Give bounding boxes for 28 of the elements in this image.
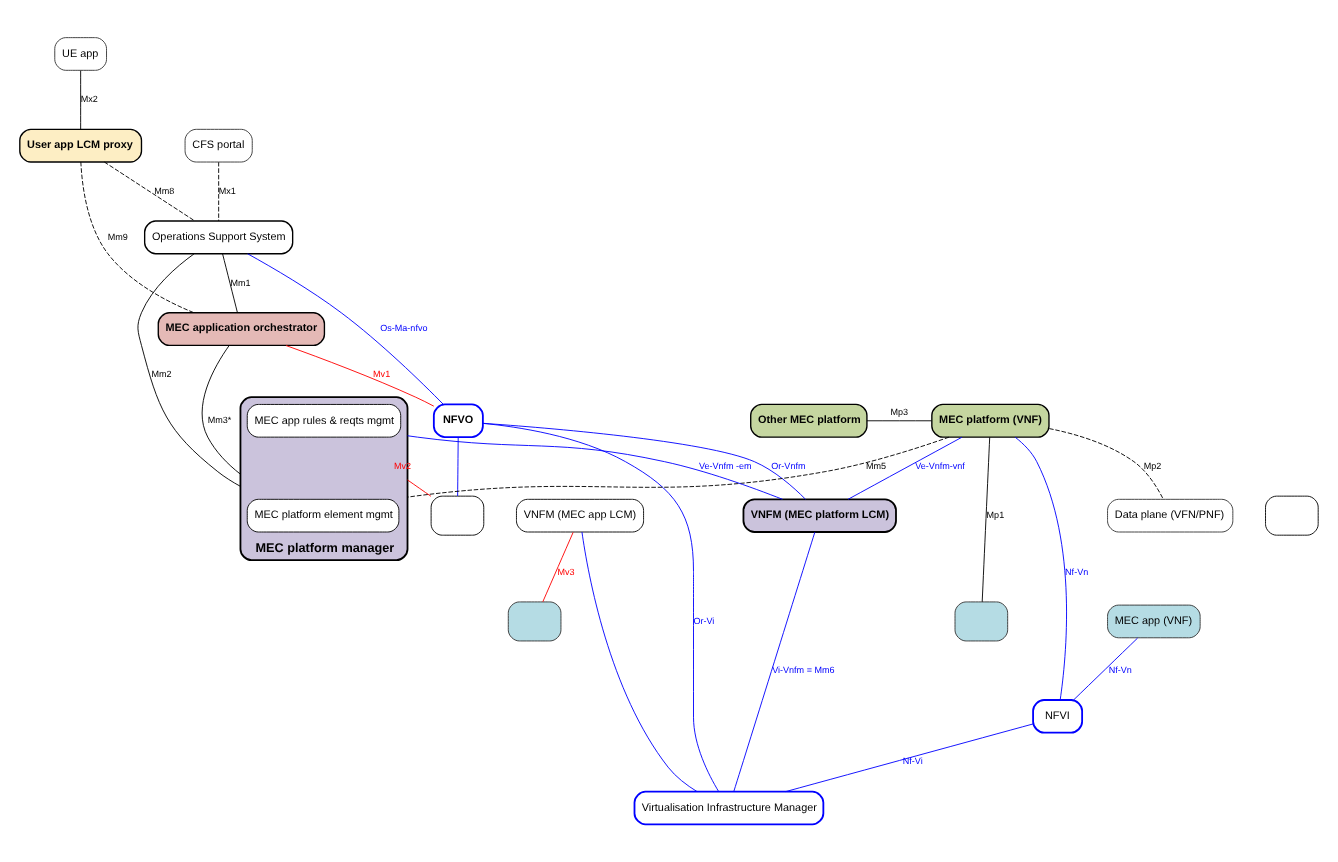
connector: [785, 723, 1034, 793]
connector: [103, 161, 196, 222]
connector: [201, 345, 241, 475]
connector: [285, 345, 435, 407]
connector: [407, 479, 432, 497]
connector: [981, 436, 991, 603]
connector: [80, 70, 82, 130]
connector: [581, 531, 698, 793]
node-box: [507, 601, 562, 642]
node-box: [954, 601, 1009, 642]
connector: [482, 422, 720, 793]
connector: [407, 435, 783, 500]
connector: [1073, 637, 1138, 701]
connector: [222, 253, 238, 314]
connector: [137, 253, 241, 487]
connector: [866, 420, 933, 422]
node-box: [430, 495, 485, 536]
connector: [1014, 436, 1067, 701]
connector: [733, 531, 816, 792]
connector: [247, 253, 444, 405]
connector: [407, 436, 950, 498]
connector: [1048, 428, 1164, 500]
connector: [542, 531, 574, 603]
connector: [457, 437, 459, 497]
node-box: [1265, 495, 1319, 536]
connector: [80, 161, 195, 314]
connector: [847, 436, 963, 500]
connector: [218, 161, 220, 222]
